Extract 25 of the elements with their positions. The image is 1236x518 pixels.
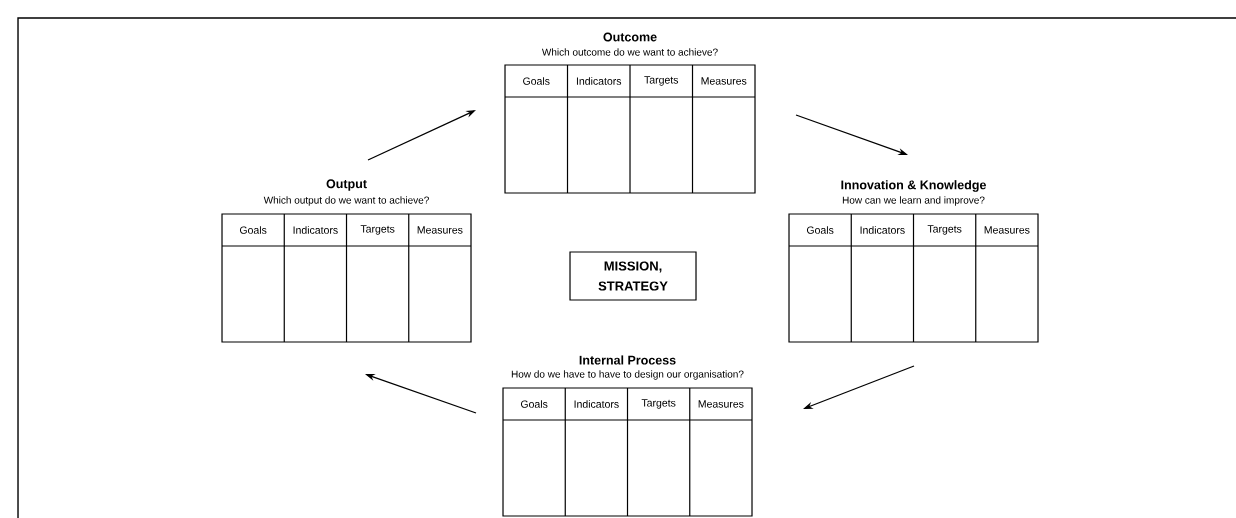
column-header: Indicators	[576, 77, 622, 85]
column-header: Targets	[360, 225, 395, 235]
table-heading: Internal Process	[579, 355, 676, 365]
column-header: Indicators	[574, 400, 619, 408]
column-header: Indicators	[860, 226, 905, 234]
table-question: Which output do we want to achieve?	[263, 196, 429, 206]
column-header: Targets	[641, 399, 676, 409]
table-heading: Innovation & Knowledge	[841, 180, 986, 192]
table-heading: Outcome	[603, 32, 657, 42]
table-question: Which outcome do we want to achieve?	[541, 48, 718, 56]
column-header: Targets	[927, 225, 962, 235]
table-question: How do we have to have to design our organisation?	[511, 370, 744, 380]
column-header: Targets	[644, 76, 679, 86]
column-header: Goals	[806, 226, 834, 234]
column-header: Measures	[984, 226, 1030, 234]
table-heading: Output	[326, 179, 367, 191]
column-header: Measures	[701, 77, 747, 85]
column-header: Measures	[698, 400, 744, 408]
column-header: Measures	[417, 226, 463, 234]
table-question: How can we learn and improve?	[842, 196, 985, 206]
column-header: Goals	[523, 77, 550, 85]
column-header: Goals	[520, 400, 548, 408]
mission-box: MISSION, STRATEGY	[569, 251, 697, 301]
column-header: Goals	[239, 226, 267, 234]
column-header: Indicators	[293, 226, 338, 234]
